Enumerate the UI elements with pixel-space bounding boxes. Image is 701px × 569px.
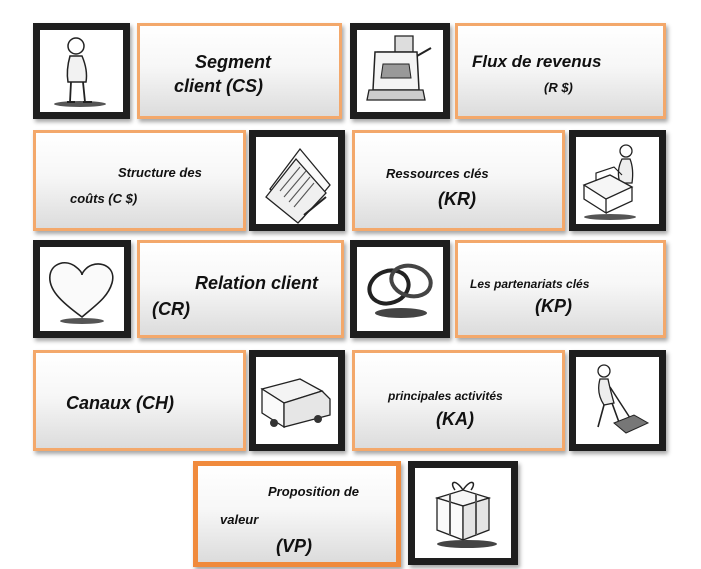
structure-couts-picture xyxy=(249,130,345,231)
ressources-cles-box: Ressources clés (KR) xyxy=(352,130,565,231)
structure-couts-box: Structure des coûts (C $) xyxy=(33,130,246,231)
heart-icon xyxy=(49,262,114,324)
partenariats-cles-code: (KP) xyxy=(535,296,572,316)
flux-revenus-code: (R $) xyxy=(544,80,573,95)
ressources-cles-code: (KR) xyxy=(438,189,476,209)
segment-client-title: Segment xyxy=(195,52,272,72)
canaux-title: Canaux (CH) xyxy=(66,393,175,413)
gift-box-icon xyxy=(434,481,497,548)
proposition-valeur-box: Proposition de valeur (VP) xyxy=(193,461,401,567)
proposition-valeur-code: (VP) xyxy=(276,536,312,556)
ressources-cles-title: Ressources clés xyxy=(386,166,489,181)
proposition-valeur-subtitle: valeur xyxy=(220,512,259,527)
ressources-cles-picture xyxy=(569,130,666,231)
activites-title: principales activités xyxy=(388,389,503,403)
relation-client-code: (CR) xyxy=(152,299,190,319)
canaux-picture xyxy=(249,350,345,451)
proposition-valeur-title: Proposition de xyxy=(268,484,359,499)
activites-box: principales activités (KA) xyxy=(352,350,565,451)
activites-picture xyxy=(569,350,666,451)
structure-couts-title: Structure des xyxy=(118,165,202,180)
relation-client-box: Relation client (CR) xyxy=(137,240,344,338)
partenariats-cles-picture xyxy=(350,240,450,338)
canaux-box: Canaux (CH) xyxy=(33,350,246,451)
segment-client-box: Segment client (CS) xyxy=(137,23,342,119)
linked-rings-icon xyxy=(367,263,433,318)
segment-client-code: client (CS) xyxy=(174,76,264,96)
activites-code: (KA) xyxy=(436,409,474,429)
truck-icon xyxy=(260,378,331,429)
relation-client-title: Relation client xyxy=(195,273,319,293)
partenariats-cles-box: Les partenariats clés (KP) xyxy=(455,240,666,338)
flux-revenus-title: Flux de revenus xyxy=(472,52,602,71)
partenariats-cles-title: Les partenariats clés xyxy=(470,277,590,291)
flux-revenus-box: Flux de revenus (R $) xyxy=(455,23,666,119)
relation-client-picture xyxy=(33,240,131,338)
structure-couts-code: coûts (C $) xyxy=(70,191,138,206)
papers-icon xyxy=(265,147,331,224)
cash-register-icon xyxy=(366,35,432,101)
person-standing-icon xyxy=(54,37,106,107)
person-digging-icon xyxy=(597,364,650,434)
segment-client-picture xyxy=(33,23,130,119)
person-with-boxes-icon xyxy=(582,144,636,220)
flux-revenus-picture xyxy=(350,23,450,119)
proposition-valeur-picture xyxy=(408,461,518,565)
